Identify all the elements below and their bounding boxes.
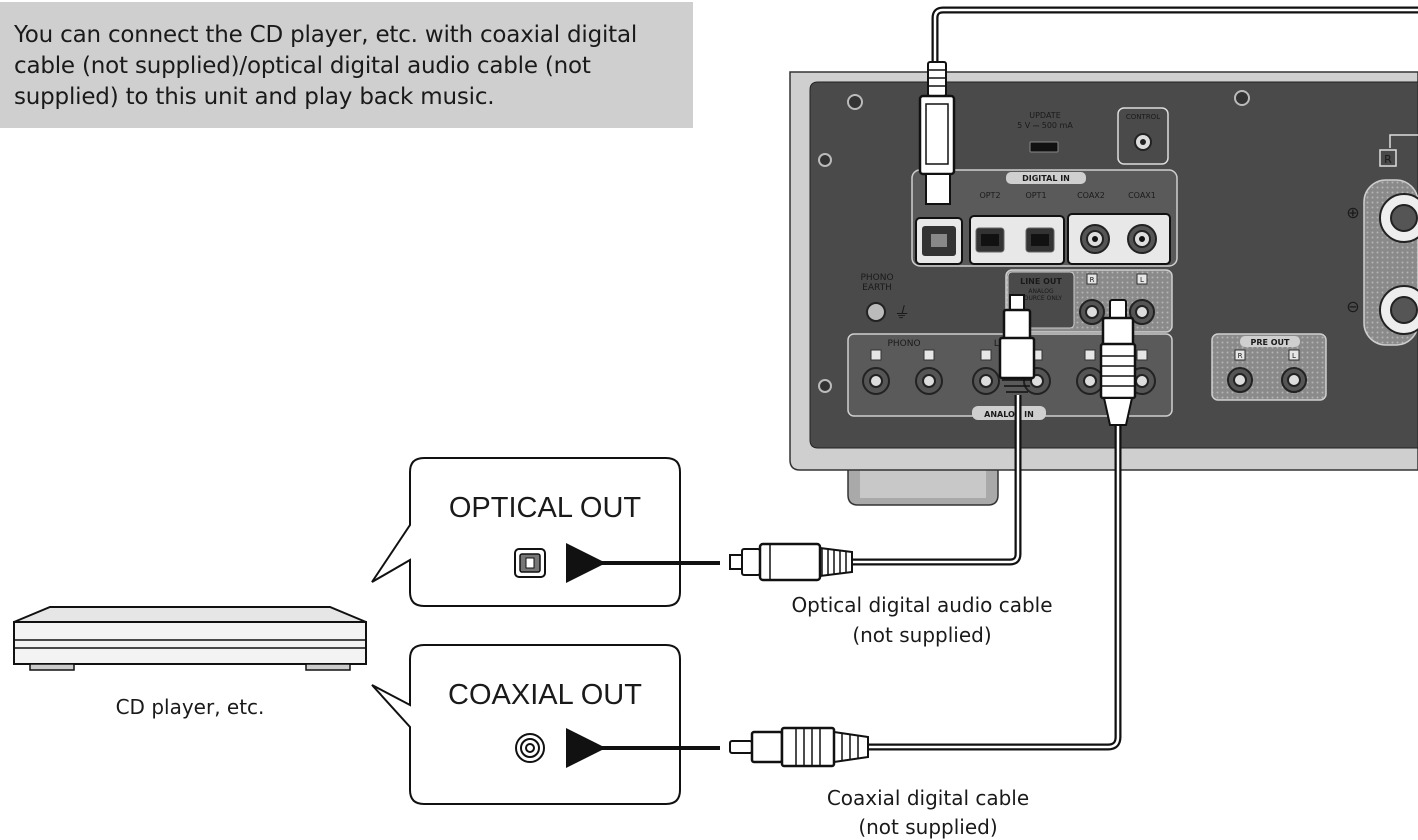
cd-player-label: CD player, etc. bbox=[116, 695, 265, 719]
speaker-r-label: R bbox=[1384, 153, 1392, 166]
phono-earth-terminal bbox=[866, 302, 886, 322]
digital-in-badge bbox=[1006, 172, 1086, 184]
analog-in-label: ANALOG IN bbox=[984, 410, 1034, 419]
coax1-label: COAX1 bbox=[1128, 191, 1156, 200]
phono-earth-label-2: EARTH bbox=[862, 283, 892, 293]
coax2-label: COAX2 bbox=[1077, 191, 1105, 200]
optical-out-callout bbox=[371, 457, 681, 607]
optical-cable-note: (not supplied) bbox=[852, 623, 991, 647]
control-frame bbox=[1117, 107, 1169, 165]
optical-port-icon bbox=[514, 548, 546, 578]
control-label: CONTROL bbox=[1126, 113, 1160, 121]
usb-cable bbox=[918, 6, 1418, 205]
optical-cable-label: Optical digital audio cable bbox=[791, 593, 1052, 617]
pre-out-l-label: L bbox=[1292, 352, 1296, 360]
optical-out-label: OPTICAL OUT bbox=[449, 492, 642, 524]
digital-in-label: DIGITAL IN bbox=[1022, 174, 1070, 183]
screw bbox=[818, 153, 832, 167]
update-usb-port bbox=[1029, 141, 1059, 153]
opt1-label: OPT1 bbox=[1025, 191, 1046, 200]
line-out-sub-label: ANALOG bbox=[1028, 288, 1054, 295]
intro-text: You can connect the CD player, etc. with… bbox=[0, 2, 693, 128]
line-out-label: LINE OUT bbox=[1020, 277, 1062, 286]
coaxial-out-label: COAXIAL OUT bbox=[448, 679, 642, 711]
coaxial-cable-label: Coaxial digital cable bbox=[827, 786, 1029, 810]
plus-icon: ⊕ bbox=[1346, 203, 1359, 222]
phono-earth-label: PHONO bbox=[860, 273, 893, 283]
usb-plug bbox=[918, 94, 956, 176]
screw bbox=[847, 94, 863, 110]
opt2-label: OPT2 bbox=[979, 191, 1000, 200]
phono-label: PHONO bbox=[887, 339, 920, 349]
coaxial-cable-note: (not supplied) bbox=[858, 815, 997, 839]
pre-out-r-label: R bbox=[1238, 352, 1243, 360]
rear-panel: UPDATE 5 V ⎓ 500 mA CONTROL DIGITAL IN O… bbox=[789, 71, 1418, 506]
pre-out-label: PRE OUT bbox=[1250, 338, 1290, 347]
line-out-sub-label-2: SOURCE ONLY bbox=[1020, 295, 1062, 302]
earth-icon: ⏚ bbox=[893, 303, 909, 322]
coaxial-out-callout bbox=[371, 644, 681, 805]
update-rating-label: 5 V ⎓ 500 mA bbox=[1017, 121, 1073, 130]
screw bbox=[1234, 90, 1250, 106]
cd-player bbox=[13, 606, 367, 671]
update-label: UPDATE bbox=[1029, 111, 1061, 120]
coaxial-cable bbox=[729, 299, 1137, 768]
analog-in-badge bbox=[972, 406, 1046, 420]
optical-cable bbox=[729, 294, 1036, 582]
minus-icon: ⊖ bbox=[1346, 297, 1359, 316]
line-out-l-label: L bbox=[1140, 276, 1144, 284]
screw bbox=[818, 379, 832, 393]
line-out-r-label: R bbox=[1090, 276, 1095, 284]
coaxial-port-icon bbox=[515, 733, 545, 763]
unit-foot-highlight bbox=[860, 470, 986, 498]
